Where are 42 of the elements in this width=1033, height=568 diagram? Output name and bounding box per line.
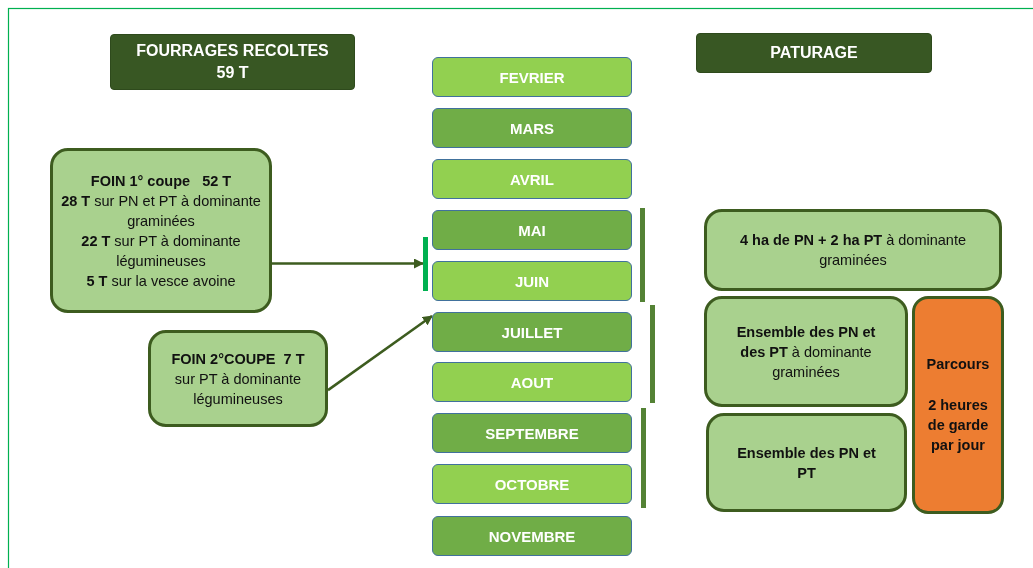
month-box: [432, 159, 632, 199]
text: Ensemble des PN et PT: [736, 443, 877, 483]
month-label: FEVRIER: [499, 68, 565, 86]
month-label: NOVEMBRE: [488, 527, 576, 545]
header-box: [696, 33, 932, 73]
month-label: SEPTEMBRE: [485, 424, 579, 442]
text: 2 heures de garde par jour: [926, 395, 990, 456]
text: Ensemble des PN et des PT à dominante graminées: [735, 322, 877, 382]
month-box: [432, 108, 632, 148]
text: sur PT à dominante légumineuses: [173, 369, 303, 409]
info-box: [50, 148, 272, 313]
marker-bar: [423, 237, 428, 291]
month-box: [432, 516, 632, 556]
month-box: [432, 210, 632, 250]
month-box: [432, 57, 632, 97]
text: 5 T sur la vesce avoine: [86, 271, 236, 291]
text: 4 ha de PN + 2 ha PT à dominante graminées: [738, 231, 968, 270]
heading: PATURAGE: [770, 43, 858, 64]
month-box: [432, 261, 632, 301]
month-label: AVRIL: [510, 170, 554, 188]
info-box: [912, 296, 1004, 514]
month-box: [432, 464, 632, 504]
info-box: [704, 296, 908, 407]
month-label: MAI: [518, 221, 546, 239]
text: FOIN 1° coupe 52 T: [90, 171, 232, 191]
arrow: [327, 315, 433, 392]
month-label: JUIN: [514, 272, 550, 290]
month-box: [432, 413, 632, 453]
month-label: JUILLET: [501, 323, 563, 341]
month-box: [432, 312, 632, 352]
text: FOIN 2°COUPE 7 T: [171, 349, 305, 369]
month-label: MARS: [509, 119, 555, 137]
info-box: [706, 413, 907, 512]
header-box: [110, 34, 355, 90]
heading: FOURRAGES RECOLTES 59 T: [135, 41, 330, 83]
arrow: [272, 258, 424, 269]
info-box: [704, 209, 1002, 291]
month-label: OCTOBRE: [494, 475, 570, 493]
month-box: [432, 362, 632, 402]
month-label: AOUT: [510, 373, 554, 391]
text: Parcours: [926, 355, 990, 375]
info-box: [148, 330, 328, 427]
